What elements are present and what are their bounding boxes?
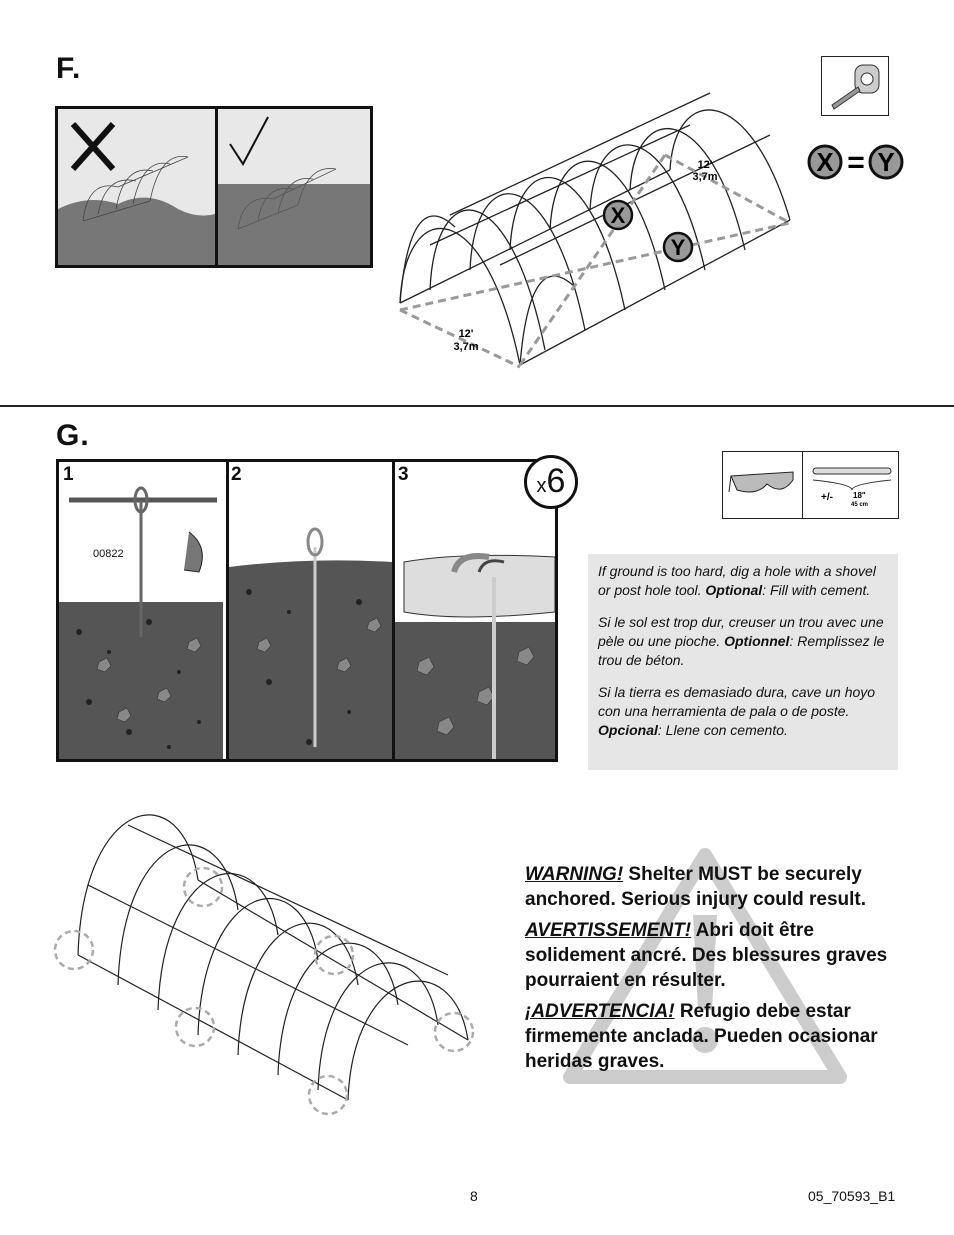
anchor-circle-mid-left — [174, 1006, 216, 1048]
spike-length-icon: +/- 18" 45 cm — [812, 467, 892, 508]
ground-comparison-panel — [55, 106, 373, 268]
note-english: If ground is too hard, dig a hole with a… — [598, 563, 876, 598]
anchor-steps-illustration — [59, 462, 555, 759]
check-icon — [229, 116, 269, 166]
back-dimension-m: 3,7m — [692, 171, 717, 183]
anchor-circle-back-left — [182, 866, 224, 908]
section-divider — [0, 405, 954, 407]
front-dimension-m: 3,7m — [453, 341, 478, 353]
diagonal-x-label: X — [611, 203, 626, 228]
quantity-badge: x6 — [524, 455, 578, 509]
safety-glasses-icon — [728, 471, 794, 493]
tape-measure-box — [821, 56, 889, 116]
note-french: Si le sol est trop dur, creuser un trou … — [598, 614, 885, 668]
wrong-x-icon — [70, 122, 116, 171]
warning-triangle-icon — [563, 848, 847, 1084]
warning-text: WARNING! Shelter MUST be securely anchor… — [525, 862, 915, 1080]
anchor-circle-front-right — [307, 1074, 349, 1116]
tape-measure-icon — [831, 64, 880, 110]
ground-comparison-illustration — [58, 109, 370, 265]
quantity-prefix: x — [536, 475, 547, 497]
equation-right: Y — [877, 147, 894, 177]
step-2-number: 2 — [231, 464, 242, 485]
part-number-label: 00822 — [93, 548, 124, 560]
diagonal-x-marker — [602, 199, 634, 231]
spike-length-cm: 45 cm — [851, 502, 868, 508]
back-dimension-ft: 12' — [698, 159, 713, 171]
step-1-number: 1 — [63, 464, 74, 485]
equation-sign: = — [847, 146, 865, 179]
diagonal-y-label: Y — [671, 235, 686, 260]
spike-length-inches: 18" — [853, 491, 866, 500]
warning-english: WARNING! Shelter MUST be securely anchor… — [525, 864, 867, 910]
anchored-frame-diagram — [53, 814, 475, 1116]
front-dimension-ft: 12' — [459, 328, 474, 340]
anchor-steps-panel — [56, 459, 558, 762]
equation-left: X — [816, 147, 834, 177]
diagonal-y-marker — [662, 231, 694, 263]
spike-plusminus: +/- — [821, 492, 833, 503]
anchor-circle-mid-right — [313, 934, 355, 976]
note-spanish: Si la tierra es demasiado dura, cave un … — [598, 684, 876, 738]
step-3-number: 3 — [398, 464, 409, 485]
tools-box: +/- 18" 45 cm — [722, 451, 899, 519]
page-number: 8 — [470, 1188, 478, 1204]
anchor-circle-back-right — [433, 1011, 475, 1053]
section-f-letter: F. — [56, 52, 82, 85]
quantity-count: 6 — [546, 462, 566, 500]
warning-spanish: ¡ADVERTENCIA! Refugio debe estar firmeme… — [525, 1001, 878, 1072]
hard-ground-note: If ground is too hard, dig a hole with a… — [588, 554, 898, 770]
document-code: 05_70593_B1 — [808, 1188, 896, 1204]
warning-french: AVERTISSEMENT! Abri doit être solidement… — [525, 920, 888, 991]
anchor-circle-front-left — [53, 929, 95, 971]
shelter-frame-diagonal-diagram: X Y 12' 3,7m 12' 3,7m — [399, 92, 791, 369]
section-g-letter: G. — [56, 419, 90, 452]
x-equals-y-equation: X = Y — [807, 144, 904, 180]
